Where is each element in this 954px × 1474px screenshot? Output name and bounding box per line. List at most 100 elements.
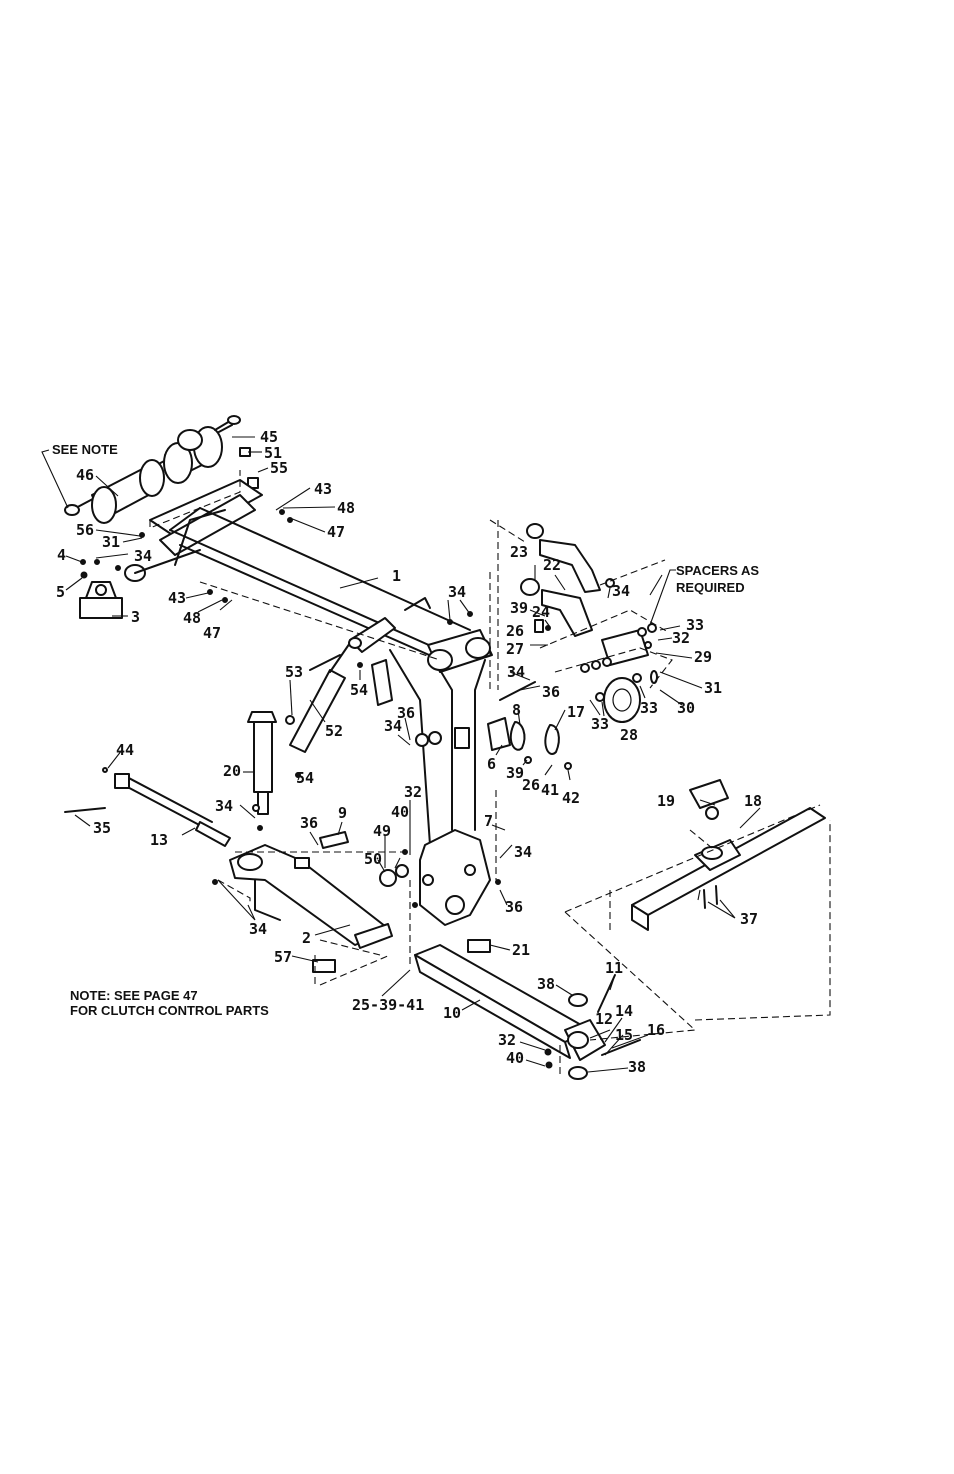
- callout-56: 56: [76, 521, 94, 539]
- callout-13: 13: [150, 831, 168, 849]
- callout-44: 44: [116, 741, 134, 759]
- callout-23: 23: [510, 543, 528, 561]
- callout-36: 36: [300, 814, 318, 832]
- callout-12: 12: [595, 1010, 613, 1028]
- callout-26: 26: [506, 622, 524, 640]
- hardware-dots: [80, 509, 553, 1069]
- callout-42: 42: [562, 789, 580, 807]
- pad-21: [467, 939, 491, 953]
- callout-47: 47: [327, 523, 345, 541]
- callout-51: 51: [264, 444, 282, 462]
- callout-33: 33: [686, 616, 704, 634]
- callout-54: 54: [296, 769, 314, 787]
- callout-32: 32: [404, 783, 422, 801]
- callout-34: 34: [448, 583, 466, 601]
- callout-32: 32: [498, 1031, 516, 1049]
- callout-34: 34: [612, 582, 630, 600]
- callout-48: 48: [337, 499, 355, 517]
- callout-18: 18: [744, 792, 762, 810]
- callout-15: 15: [615, 1026, 633, 1044]
- callout-28: 28: [620, 726, 638, 744]
- callout-36: 36: [542, 683, 560, 701]
- callout-34: 34: [514, 843, 532, 861]
- callout-34: 34: [507, 663, 525, 681]
- callout-10: 10: [443, 1004, 461, 1022]
- callout-17: 17: [567, 703, 585, 721]
- callout-31: 31: [102, 533, 120, 551]
- callout-47: 47: [203, 624, 221, 642]
- callout-43: 43: [314, 480, 332, 498]
- callout-31: 31: [704, 679, 722, 697]
- callout-11: 11: [605, 959, 623, 977]
- vertical-mast: [389, 629, 493, 926]
- callout-50: 50: [364, 850, 382, 868]
- callout-38: 38: [537, 975, 555, 993]
- callout-16: 16: [647, 1021, 665, 1039]
- lower-lift-arm: [229, 733, 429, 949]
- callout-25-39-41: 25-39-41: [352, 996, 424, 1014]
- cross-bar-assembly: [631, 779, 826, 931]
- callout-45: 45: [260, 428, 278, 446]
- callout-48: 48: [183, 609, 201, 627]
- callout-5: 5: [56, 583, 65, 601]
- footer-note-line1: NOTE: SEE PAGE 47: [70, 988, 198, 1003]
- callout-4: 4: [57, 546, 66, 564]
- spacers-note-line2: REQUIRED: [676, 580, 745, 595]
- callout-33: 33: [640, 699, 658, 717]
- callout-34: 34: [384, 717, 402, 735]
- callout-32: 32: [672, 629, 690, 647]
- callout-9: 9: [338, 804, 347, 822]
- callout-3: 3: [131, 608, 140, 626]
- callout-2: 2: [302, 929, 311, 947]
- callout-40: 40: [506, 1049, 524, 1067]
- callout-49: 49: [373, 822, 391, 840]
- notes: SEE NOTE SPACERS AS REQUIRED NOTE: SEE P…: [52, 442, 759, 1018]
- callout-37: 37: [740, 910, 758, 928]
- gearbox-driveshaft-assembly: [64, 415, 259, 524]
- see-note-label: SEE NOTE: [52, 442, 118, 457]
- callout-22: 22: [543, 556, 561, 574]
- callout-46: 46: [76, 466, 94, 484]
- callout-27: 27: [506, 640, 524, 658]
- callout-34: 34: [134, 547, 152, 565]
- callout-52: 52: [325, 722, 343, 740]
- link-plates: [487, 681, 572, 770]
- callout-39: 39: [510, 599, 528, 617]
- lower-boom: [414, 944, 641, 1080]
- footer-note-line2: FOR CLUTCH CONTROL PARTS: [70, 1003, 269, 1018]
- callout-29: 29: [694, 648, 712, 666]
- callout-43: 43: [168, 589, 186, 607]
- callout-38: 38: [628, 1058, 646, 1076]
- leader-lines: [41, 436, 761, 1073]
- callout-53: 53: [285, 663, 303, 681]
- callout-8: 8: [512, 701, 521, 719]
- callout-19: 19: [657, 792, 675, 810]
- callout-14: 14: [615, 1002, 633, 1020]
- callout-40: 40: [391, 803, 409, 821]
- crank-handle: [64, 767, 231, 847]
- main-frame: [79, 479, 471, 706]
- callout-36: 36: [397, 704, 415, 722]
- callout-20: 20: [223, 762, 241, 780]
- callout-24: 24: [532, 603, 550, 621]
- callout-55: 55: [270, 459, 288, 477]
- callout-7: 7: [484, 812, 493, 830]
- callout-41: 41: [541, 781, 559, 799]
- callout-6: 6: [487, 755, 496, 773]
- hydraulic-jack: [247, 711, 277, 815]
- callout-34: 34: [249, 920, 267, 938]
- callout-30: 30: [677, 699, 695, 717]
- callout-57: 57: [274, 948, 292, 966]
- callout-36: 36: [505, 898, 523, 916]
- callout-26: 26: [522, 776, 540, 794]
- callout-33: 33: [591, 715, 609, 733]
- callout-34: 34: [215, 797, 233, 815]
- callout-21: 21: [512, 941, 530, 959]
- callout-labels: 45 51 55 46 43 48 47 56 31 4 34 5 3 43 4…: [56, 428, 762, 1076]
- hub-roller-assembly: [580, 623, 658, 723]
- callout-54: 54: [350, 681, 368, 699]
- callout-1: 1: [392, 567, 401, 585]
- spacers-note-line1: SPACERS AS: [676, 563, 759, 578]
- callout-35: 35: [93, 819, 111, 837]
